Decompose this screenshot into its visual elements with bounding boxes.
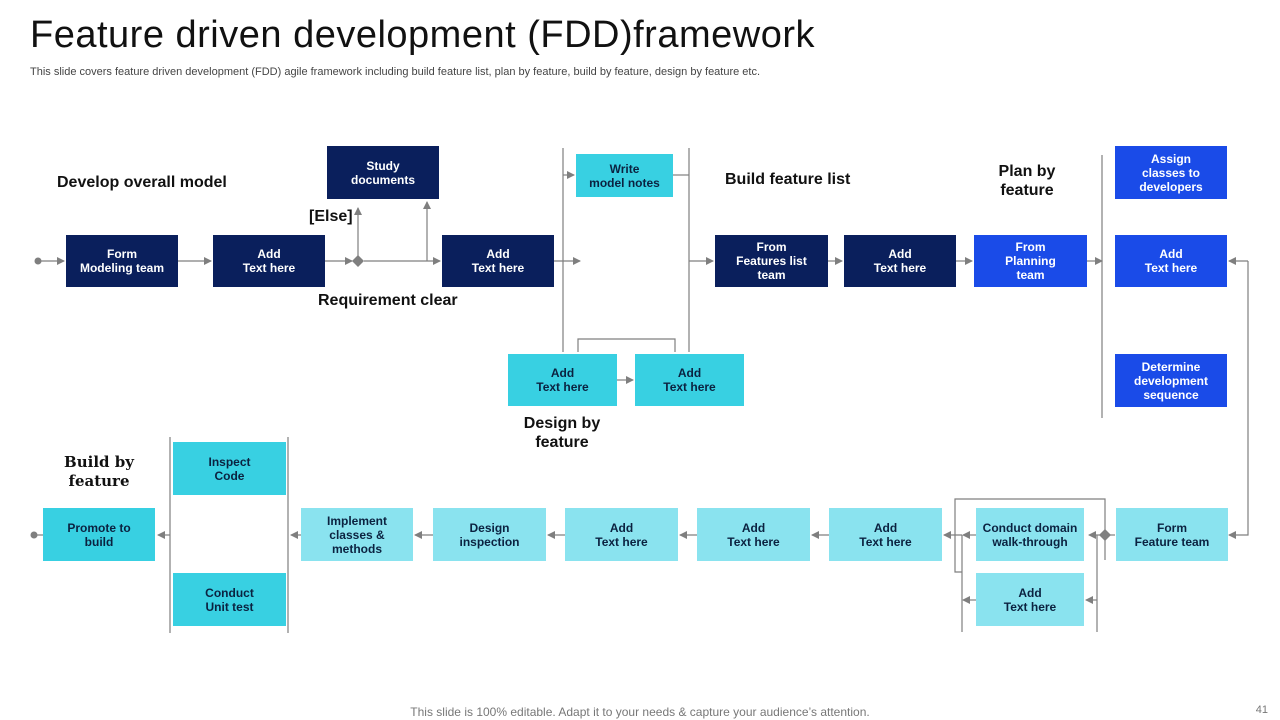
add-text-box-2: Add Text here <box>442 235 554 287</box>
implement-classes-box: Implement classes & methods <box>301 508 413 561</box>
page-title: Feature driven development (FDD)framewor… <box>30 14 815 56</box>
row-add-box-1: Add Text here <box>829 508 942 561</box>
features-list-team-box: From Features list team <box>715 235 828 287</box>
add-text-box-4: Add Text here <box>1115 235 1227 287</box>
form-modeling-team-box: Form Modeling team <box>66 235 178 287</box>
label-requirement-clear: Requirement clear <box>318 292 458 309</box>
label-plan-by-feature: Plan by feature <box>998 163 1056 199</box>
add-text-box-1: Add Text here <box>213 235 325 287</box>
design-add-box-2: Add Text here <box>635 354 744 406</box>
label-design-by-feature: Design by feature <box>523 415 601 451</box>
page-subtitle: This slide covers feature driven develop… <box>30 66 761 78</box>
label-build-by-feature: Build by feature <box>64 453 134 490</box>
promote-to-build-box: Promote to build <box>43 508 155 561</box>
footer-note: This slide is 100% editable. Adapt it to… <box>410 705 870 719</box>
write-model-notes-box: Write model notes <box>576 154 673 197</box>
label-develop-overall-model: Develop overall model <box>57 174 227 191</box>
row-add-box-2: Add Text here <box>697 508 810 561</box>
domain-walkthrough-box: Conduct domain walk-through <box>976 508 1084 561</box>
planning-team-box: From Planning team <box>974 235 1087 287</box>
row-add-box-3: Add Text here <box>565 508 678 561</box>
walkthrough-add-box: Add Text here <box>976 573 1084 626</box>
design-add-box-1: Add Text here <box>508 354 617 406</box>
inspect-code-box: Inspect Code <box>173 442 286 495</box>
page-number: 41 <box>1255 704 1268 716</box>
assign-classes-box: Assign classes to developers <box>1115 146 1227 199</box>
label-else: [Else] <box>309 208 353 225</box>
form-feature-team-box: Form Feature team <box>1116 508 1228 561</box>
label-build-feature-list: Build feature list <box>725 171 851 188</box>
add-text-box-3: Add Text here <box>844 235 956 287</box>
study-documents-box: Study documents <box>327 146 439 199</box>
determine-sequence-box: Determine development sequence <box>1115 354 1227 407</box>
unit-test-box: Conduct Unit test <box>173 573 286 626</box>
design-inspection-box: Design inspection <box>433 508 546 561</box>
